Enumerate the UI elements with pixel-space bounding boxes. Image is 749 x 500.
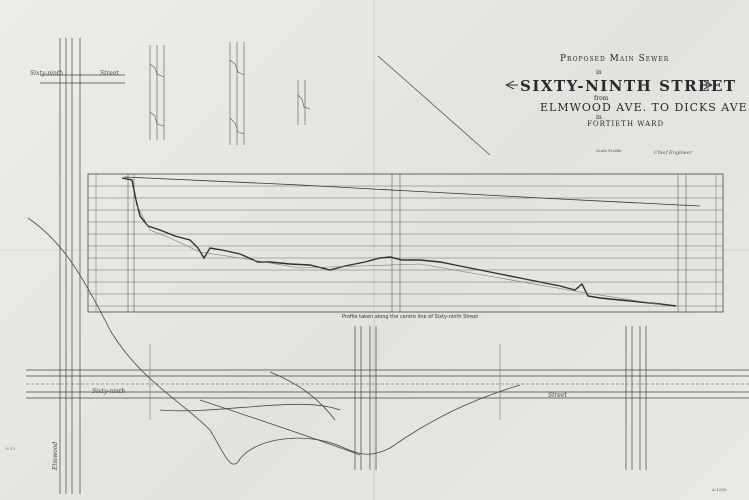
sheet-number: 0-13	[6, 446, 15, 451]
street-label-street-bottom: Street	[548, 392, 567, 399]
profile-caption: Profile taken along the centre line of S…	[342, 314, 479, 320]
ground-surface-profile	[121, 177, 677, 307]
drawing-number: A-1250	[712, 487, 727, 492]
creek-contours	[27, 217, 521, 465]
street-label-sixty-ninth-bottom: Sixty-ninth	[92, 388, 126, 395]
diagonal-reference-line	[377, 55, 491, 156]
street-label-elmwood: Elmwood	[52, 441, 59, 470]
title-arrows	[505, 80, 713, 90]
ground-surface-shadow	[135, 203, 671, 307]
title-ward: FORTIETH WARD	[587, 120, 665, 128]
title-line-1: Proposed Main Sewer	[560, 54, 670, 64]
profile-grid	[87, 173, 724, 313]
plan-view-streets	[26, 326, 749, 470]
sewer-grade-line	[123, 176, 701, 207]
title-route: ELMWOOD AVE. TO DICKS AVE.	[540, 101, 749, 114]
title-main-street: SIXTY-NINTH STREET	[520, 77, 737, 95]
street-label-street-top: Street	[100, 70, 119, 77]
left-avenue	[40, 38, 125, 494]
scale-note: Scale Profile	[596, 148, 622, 153]
detail-sections	[149, 42, 311, 145]
title-line-4: from	[594, 95, 609, 102]
title-line-2: in	[596, 69, 602, 76]
street-label-sixty-ninth-top: Sixty-ninth	[30, 70, 64, 77]
title-line-6: in	[596, 114, 602, 121]
engineer-signature: Chief Engineer	[654, 150, 693, 156]
